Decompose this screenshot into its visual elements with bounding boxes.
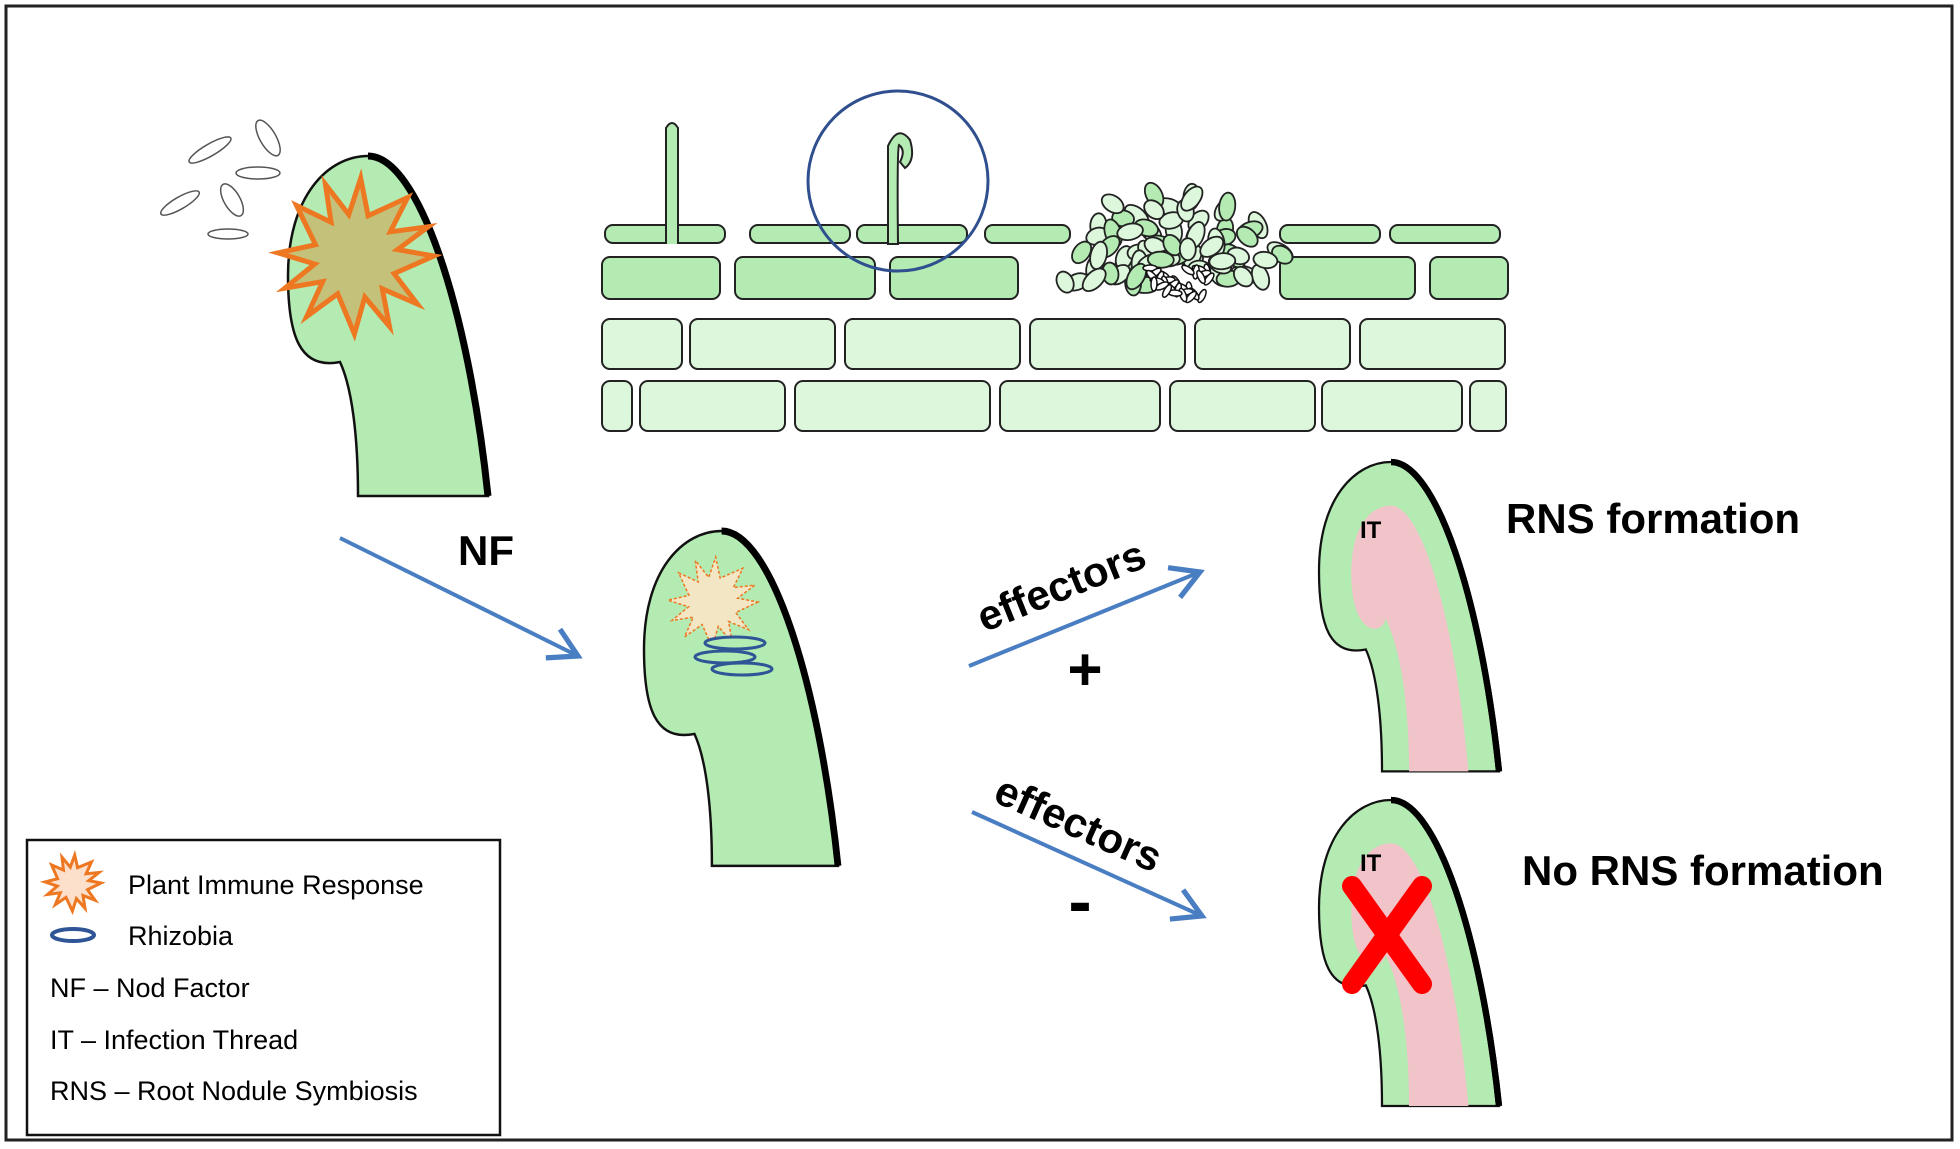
nodule-cell [1055, 270, 1075, 294]
immune-burst-icon [39, 849, 106, 916]
nf-arrow [339, 536, 583, 661]
cross-icon [1342, 876, 1432, 994]
root-hair-curled [887, 132, 914, 245]
tissue-cell [601, 380, 633, 432]
no-rns-formation-label: No RNS formation [1522, 847, 1884, 894]
nodule-cell [1208, 252, 1237, 271]
nodule-cell [1162, 233, 1183, 257]
nf-label: NF [458, 527, 514, 574]
immune-burst-shape [268, 168, 443, 342]
it-label-top: IT [1360, 517, 1382, 544]
effectors-positive-arrow [968, 565, 1205, 668]
weak-burst-shape [665, 554, 761, 650]
tissue-cell [1321, 380, 1463, 432]
nodule-cell [1235, 225, 1259, 248]
rhizobia-icon [50, 927, 96, 943]
dividing-cell [1181, 264, 1195, 276]
tissue-cell [1279, 256, 1416, 300]
tissue-cell [1389, 224, 1501, 244]
nodule-cell [1178, 237, 1197, 262]
minus-sign: - [1068, 862, 1091, 940]
root-hair-straight [665, 122, 679, 244]
root-tissue-section [601, 122, 1509, 432]
nodule-cell [1199, 235, 1225, 258]
rns-formation-label: RNS formation [1506, 495, 1800, 542]
nodule-cell [1218, 191, 1237, 222]
rhizobia-attached [693, 635, 774, 677]
legend-burst-shape [39, 849, 106, 916]
tissue-cell [689, 318, 836, 370]
it-label-bottom: IT [1360, 850, 1382, 877]
nodule-cell [1081, 267, 1107, 293]
figure-border [4, 4, 1954, 1142]
legend-item-rhizobia: Rhizobia [128, 921, 234, 951]
effectors-negative-arrow [971, 810, 1207, 922]
root-hair-infection-thread [1319, 462, 1499, 771]
tissue-cell [856, 224, 968, 244]
tissue-cell [1194, 318, 1351, 370]
highlight-circle [806, 89, 990, 273]
effectors-positive-label: effectors [970, 531, 1152, 641]
legend-item-immune-response: Plant Immune Response [128, 870, 424, 900]
nodule-cell [1143, 199, 1165, 221]
nodule-cell [1146, 250, 1175, 269]
nodule-cell [1125, 262, 1148, 291]
tissue-cell [734, 256, 876, 300]
dividing-cell [1150, 276, 1158, 292]
tissue-cell [1359, 318, 1506, 370]
tissue-cell [999, 380, 1161, 432]
tissue-cell [1169, 380, 1316, 432]
tissue-cell [1469, 380, 1507, 432]
dividing-cell [1197, 288, 1207, 304]
legend-item-infection-thread: IT – Infection Thread [50, 1025, 298, 1055]
rhizobia-cluster [159, 119, 281, 240]
tissue-cell [844, 318, 1021, 370]
dividing-cell [1184, 290, 1198, 304]
nodule-cell [1100, 193, 1125, 215]
nodule-cell [1180, 185, 1204, 212]
plus-sign: + [1067, 636, 1102, 703]
weak-immune-burst-icon [665, 554, 761, 650]
root-hair-with-rhizobia [644, 531, 838, 866]
immune-burst-icon [268, 168, 443, 342]
dividing-cell [1161, 284, 1173, 298]
tissue-cell [749, 224, 851, 244]
tissue-cell [601, 256, 721, 300]
nodule-cell [1252, 250, 1279, 270]
legend-item-rns: RNS – Root Nodule Symbiosis [50, 1076, 418, 1106]
tissue-cell [1279, 224, 1381, 244]
tissue-cell [889, 256, 1019, 300]
tissue-cell [601, 318, 683, 370]
nodule-cell [1116, 222, 1144, 242]
legend: Plant Immune Response Rhizobia NF – Nod … [25, 838, 502, 1137]
tissue-cell [1429, 256, 1509, 300]
nodule-cell [1232, 265, 1254, 288]
dividing-cell [1203, 272, 1215, 286]
root-hair-blocked-thread [1319, 800, 1499, 1106]
tissue-cell [794, 380, 991, 432]
nodule-cell [1071, 240, 1093, 265]
tissue-cell [984, 224, 1071, 244]
legend-item-nod-factor: NF – Nod Factor [50, 973, 250, 1003]
tissue-cell [1029, 318, 1186, 370]
tissue-cell [639, 380, 786, 432]
dividing-cell [1196, 269, 1206, 285]
